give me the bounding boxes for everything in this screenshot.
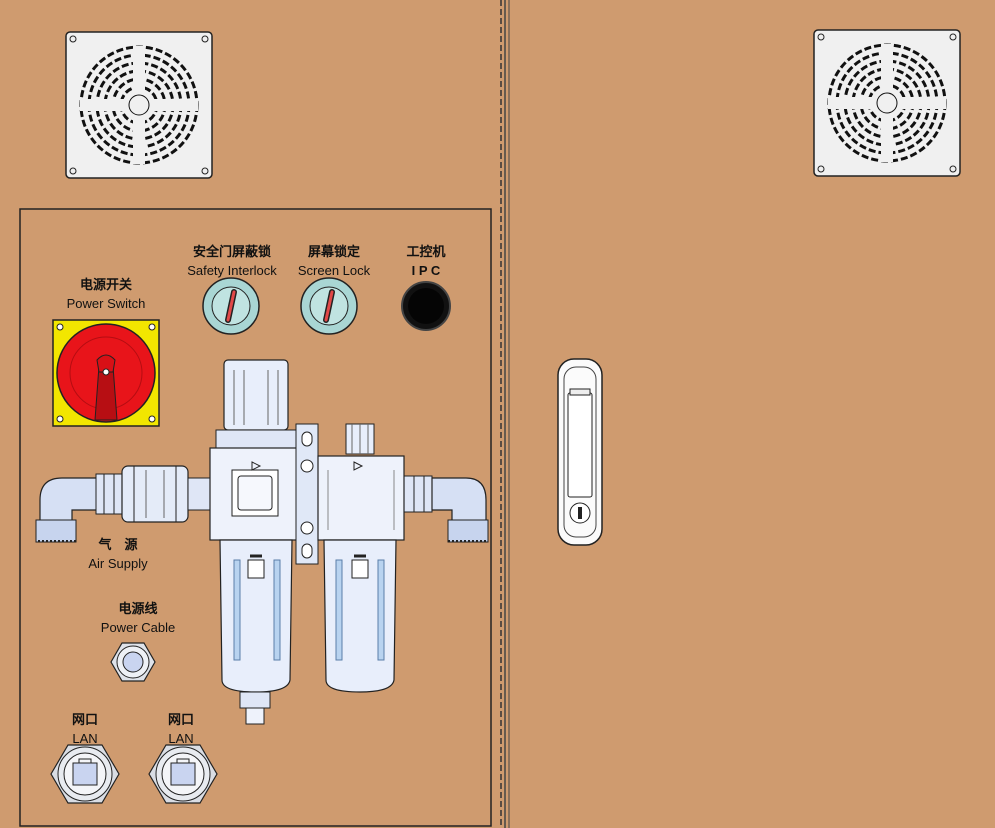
- lan-1-label: 网口 LAN: [60, 712, 110, 748]
- lan-1-label-en: LAN: [72, 731, 98, 746]
- door-handle-icon[interactable]: [557, 358, 603, 546]
- safety-interlock-label-en: Safety Interlock: [187, 263, 277, 278]
- air-supply-label: 气 源 Air Supply: [70, 537, 166, 573]
- power-switch-label-cn: 电源开关: [79, 278, 132, 293]
- power-switch-label: 电源开关 Power Switch: [44, 277, 168, 313]
- safety-interlock-key-icon[interactable]: [202, 277, 260, 335]
- screen-lock-label-en: Screen Lock: [297, 263, 371, 278]
- screen-lock-label: 屏幕锁定 Screen Lock: [284, 244, 384, 280]
- safety-interlock-label-cn: 安全门屏蔽锁: [192, 245, 271, 260]
- lan-2-label-cn: 网口: [167, 713, 194, 728]
- ipc-label: 工控机 I P C: [386, 244, 466, 280]
- ethernet-port-2-icon[interactable]: [148, 744, 218, 804]
- power-switch[interactable]: [52, 319, 160, 427]
- air-supply-label-cn: 气 源: [98, 538, 138, 553]
- lan-2-label: 网口 LAN: [156, 712, 206, 748]
- screen-lock-key-icon[interactable]: [300, 277, 358, 335]
- ipc-label-en: I P C: [411, 263, 441, 278]
- power-cable-label-en: Power Cable: [100, 620, 176, 635]
- air-supply-label-en: Air Supply: [88, 556, 148, 571]
- power-cable-label: 电源线 Power Cable: [88, 601, 188, 637]
- power-cable-label-cn: 电源线: [118, 602, 158, 617]
- air-supply-fitting: [35, 465, 213, 543]
- power-switch-label-en: Power Switch: [66, 296, 146, 311]
- safety-interlock-label: 安全门屏蔽锁 Safety Interlock: [166, 244, 298, 280]
- air-outlet-fitting: [403, 475, 489, 543]
- lan-1-label-cn: 网口: [71, 713, 98, 728]
- control-panel-frame: [19, 208, 492, 827]
- ethernet-port-1-icon[interactable]: [50, 744, 120, 804]
- ipc-button-icon[interactable]: [401, 281, 451, 331]
- lan-2-label-en: LAN: [168, 731, 194, 746]
- screen-lock-label-cn: 屏幕锁定: [307, 245, 360, 260]
- door-seam: [500, 0, 510, 828]
- filter-regulator-unit: [209, 359, 405, 725]
- power-cable-gland-icon: [110, 642, 156, 682]
- fan-grille-right-icon: [813, 29, 961, 177]
- fan-grille-left-icon: [65, 31, 213, 179]
- ipc-label-cn: 工控机: [406, 245, 446, 260]
